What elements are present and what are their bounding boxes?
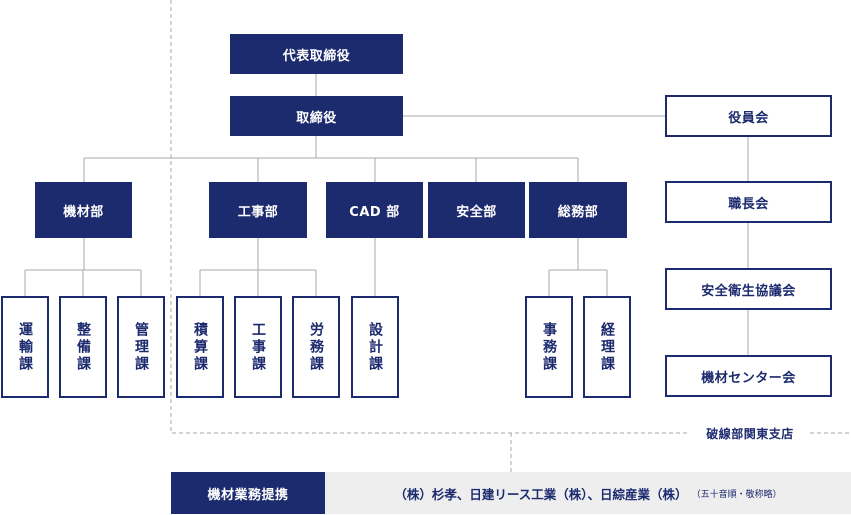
dept-anzen: 安全部 xyxy=(428,182,525,238)
committee-anzen-eisei: 安全衛生協議会 xyxy=(665,268,832,310)
section-koji: 工事課 xyxy=(234,296,282,398)
partners-list: （株）杉孝、日建リース工業（株）、日綜産業（株）（五十音順・敬称略） xyxy=(325,472,851,514)
committee-yakuin: 役員会 xyxy=(665,95,832,137)
partners-note: （五十音順・敬称略） xyxy=(691,489,782,500)
dept-cad: CAD 部 xyxy=(326,182,423,238)
section-seibi: 整備課 xyxy=(59,296,107,398)
section-romu: 労務課 xyxy=(292,296,340,398)
partners-label: 機材業務提携 xyxy=(171,472,325,514)
dept-kizai: 機材部 xyxy=(35,182,132,238)
director-box: 取締役 xyxy=(230,96,403,136)
branch-boundary xyxy=(170,0,690,434)
dept-koji: 工事部 xyxy=(209,182,307,238)
committee-kizai-center: 機材センター会 xyxy=(665,355,832,397)
section-jimu: 事務課 xyxy=(525,296,573,398)
branch-label: 破線部関東支店 xyxy=(690,422,810,444)
section-keiri: 経理課 xyxy=(583,296,631,398)
dept-somu: 総務部 xyxy=(529,182,627,238)
section-kanri: 管理課 xyxy=(117,296,165,398)
partners-names: （株）杉孝、日建リース工業（株）、日綜産業（株） xyxy=(394,486,688,502)
section-unyu: 運輸課 xyxy=(1,296,49,398)
section-sekisan: 積算課 xyxy=(176,296,224,398)
section-sekkei: 設計課 xyxy=(351,296,399,398)
committee-shokucho: 職長会 xyxy=(665,181,832,223)
ceo-box: 代表取締役 xyxy=(230,34,403,74)
